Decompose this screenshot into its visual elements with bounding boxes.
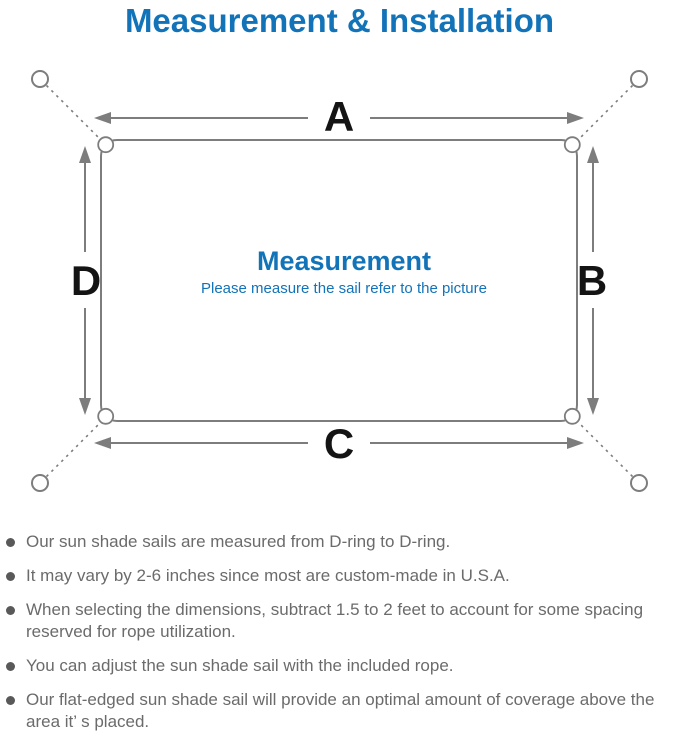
- diagram-center-title: Measurement: [256, 246, 432, 276]
- d-ring-icon: [97, 136, 115, 154]
- rope-dashed-line: [45, 421, 102, 478]
- page-title: Measurement & Installation: [124, 2, 555, 39]
- dimension-label-a: A: [323, 93, 355, 140]
- sail-outline: [100, 139, 578, 422]
- dimension-arrow-c: [94, 437, 584, 449]
- notes-list: Our sun shade sails are measured from D-…: [0, 531, 679, 739]
- rope-lines: [45, 84, 634, 478]
- rope-dashed-line: [577, 421, 634, 478]
- dimension-label-c: C: [323, 420, 355, 467]
- dimension-label-d: D: [70, 257, 102, 304]
- anchor-points: [31, 70, 648, 492]
- note-item: It may vary by 2-6 inches since most are…: [0, 565, 679, 587]
- dimension-arrow-a: [94, 112, 584, 124]
- dimension-label-b: B: [576, 257, 608, 304]
- note-item: When selecting the dimensions, subtract …: [0, 599, 679, 643]
- rope-dashed-line: [577, 84, 634, 141]
- dimension-arrow-b: [587, 146, 599, 415]
- note-item: Our sun shade sails are measured from D-…: [0, 531, 679, 553]
- rope-dashed-line: [45, 84, 102, 141]
- d-rings: [97, 136, 581, 425]
- d-ring-icon: [563, 407, 581, 425]
- anchor-ring-icon: [630, 70, 648, 88]
- diagram-center-subtitle: Please measure the sail refer to the pic…: [201, 280, 487, 297]
- dimension-arrow-d: [79, 146, 91, 415]
- d-ring-icon: [563, 136, 581, 154]
- note-item: Our flat-edged sun shade sail will provi…: [0, 689, 679, 733]
- anchor-ring-icon: [31, 474, 49, 492]
- measurement-diagram: [31, 70, 648, 492]
- note-item: You can adjust the sun shade sail with t…: [0, 655, 679, 677]
- anchor-ring-icon: [630, 474, 648, 492]
- anchor-ring-icon: [31, 70, 49, 88]
- d-ring-icon: [97, 407, 115, 425]
